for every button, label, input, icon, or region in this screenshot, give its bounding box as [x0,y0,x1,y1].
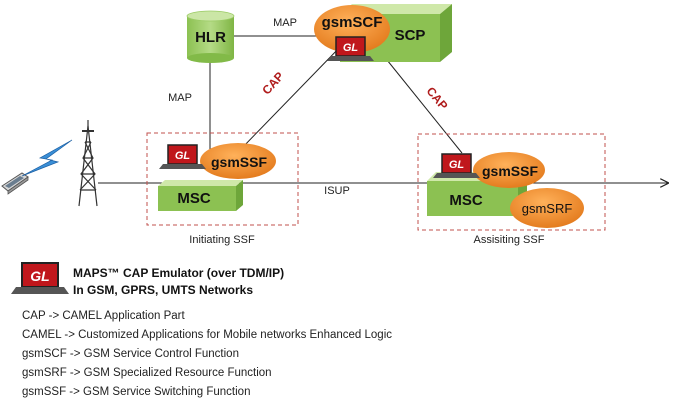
gl-badge-text: GL [343,42,359,54]
gsmscf-node [314,5,390,53]
link-cap-right [382,54,463,154]
scp-label: SCP [395,27,426,44]
hlr-label: HLR [195,29,226,46]
cap-label-left: CAP [259,69,286,97]
gsmsrf-label: gsmSRF [522,201,573,216]
definition-gsmsrf: gsmSRF -> GSM Specialized Resource Funct… [22,367,272,379]
map-label-left: MAP [168,92,192,104]
assisting-ssf-caption: Assisiting SSF [474,234,545,246]
msc-left-node [158,180,243,211]
product-subtitle: In GSM, GPRS, UMTS Networks [73,283,254,297]
initiating-ssf-caption: Initiating SSF [189,234,255,246]
gl-badge-text: GL [449,159,465,171]
definition-camel: CAMEL -> Customized Applications for Mob… [22,329,392,341]
gsmscf-label: gsmSCF [322,14,383,31]
gl-badge-text: GL [175,150,191,162]
wireless-signal-icon [21,139,73,177]
link-cap-left [239,44,343,151]
hlr-node [186,10,235,63]
gsmssf-right-label: gsmSSF [482,163,538,179]
msc-left-label: MSC [177,190,211,207]
gsmssf-left-label: gsmSSF [211,154,267,170]
mobile-phone-icon [1,172,29,195]
gl-laptop-icon-ssf-left: GL [159,144,206,169]
cell-tower-icon [78,120,98,207]
map-label-top: MAP [273,17,297,29]
gsmssf-right-node [473,152,545,188]
assisting-ssf-zone [417,133,606,231]
product-title: MAPS™ CAP Emulator (over TDM/IP) [73,266,285,280]
gl-product-logo-icon: GL [11,262,69,294]
isup-label: ISUP [324,185,350,197]
gl-laptop-icon-ssf-right: GL [433,153,480,178]
initiating-ssf-zone [146,132,299,226]
definition-gsmssf: gsmSSF -> GSM Service Switching Function [22,386,251,398]
gsmssf-left-node [200,143,276,179]
msc-right-label: MSC [449,192,483,209]
definition-gsmscf: gsmSCF -> GSM Service Control Function [22,348,239,360]
gsmsrf-node [510,188,584,228]
definition-cap: CAP -> CAMEL Application Part [22,310,185,322]
gl-laptop-icon-scf: GL [327,36,374,61]
gl-badge-text: GL [30,268,49,284]
cap-label-right: CAP [424,84,451,112]
